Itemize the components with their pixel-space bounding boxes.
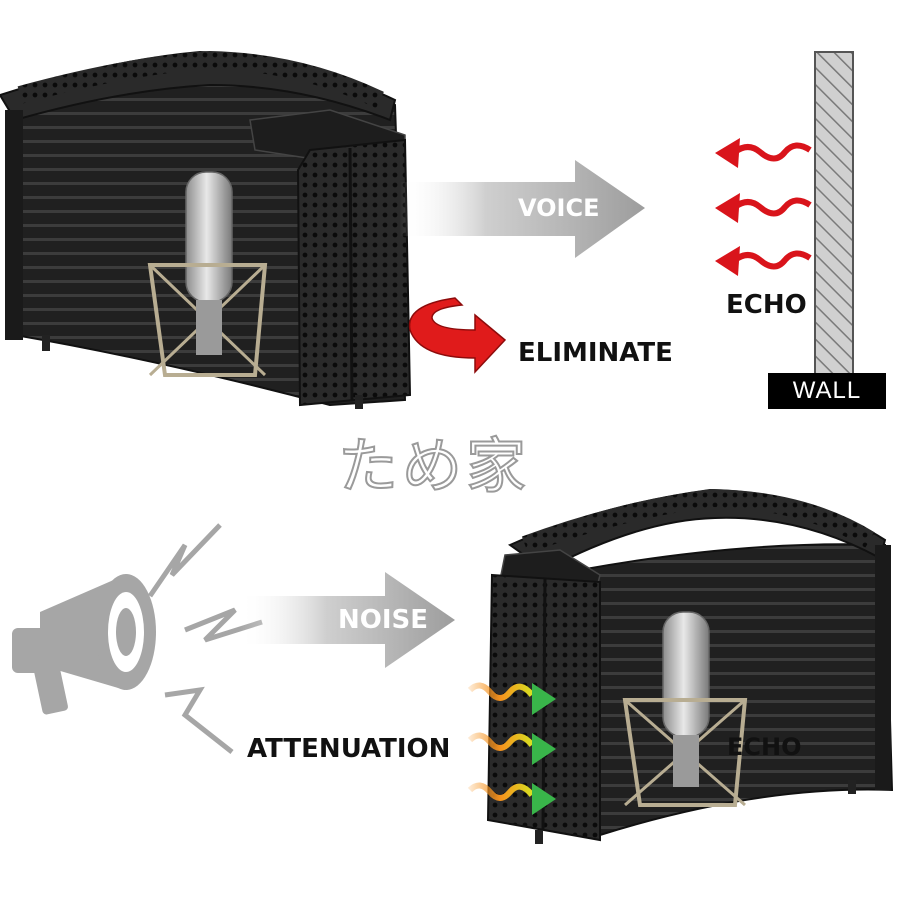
top-microphone <box>147 171 268 377</box>
echo-label-top: ECHO <box>726 290 807 320</box>
watermark: ため家 <box>337 431 530 503</box>
noise-bolts <box>147 523 263 754</box>
wall <box>814 51 854 375</box>
echo-waves-top <box>733 142 812 270</box>
voice-arrow <box>400 160 645 258</box>
noise-label: NOISE <box>338 605 429 635</box>
wall-label: WALL <box>768 373 886 409</box>
echo-arrowheads <box>715 138 740 276</box>
attenuation-waves <box>467 682 535 801</box>
voice-label: VOICE <box>518 194 600 222</box>
bottom-microphone <box>622 611 748 807</box>
eliminate-label: ELIMINATE <box>518 338 673 368</box>
echo-label-bottom: ECHO <box>727 733 802 761</box>
attenuation-label: ATTENUATION <box>247 734 451 764</box>
noise-arrow <box>240 572 455 668</box>
bottom-reflection-shield <box>486 488 894 844</box>
green-arrowheads <box>532 683 556 815</box>
eliminate-arrow <box>408 297 507 374</box>
megaphone-icon <box>12 574 156 715</box>
